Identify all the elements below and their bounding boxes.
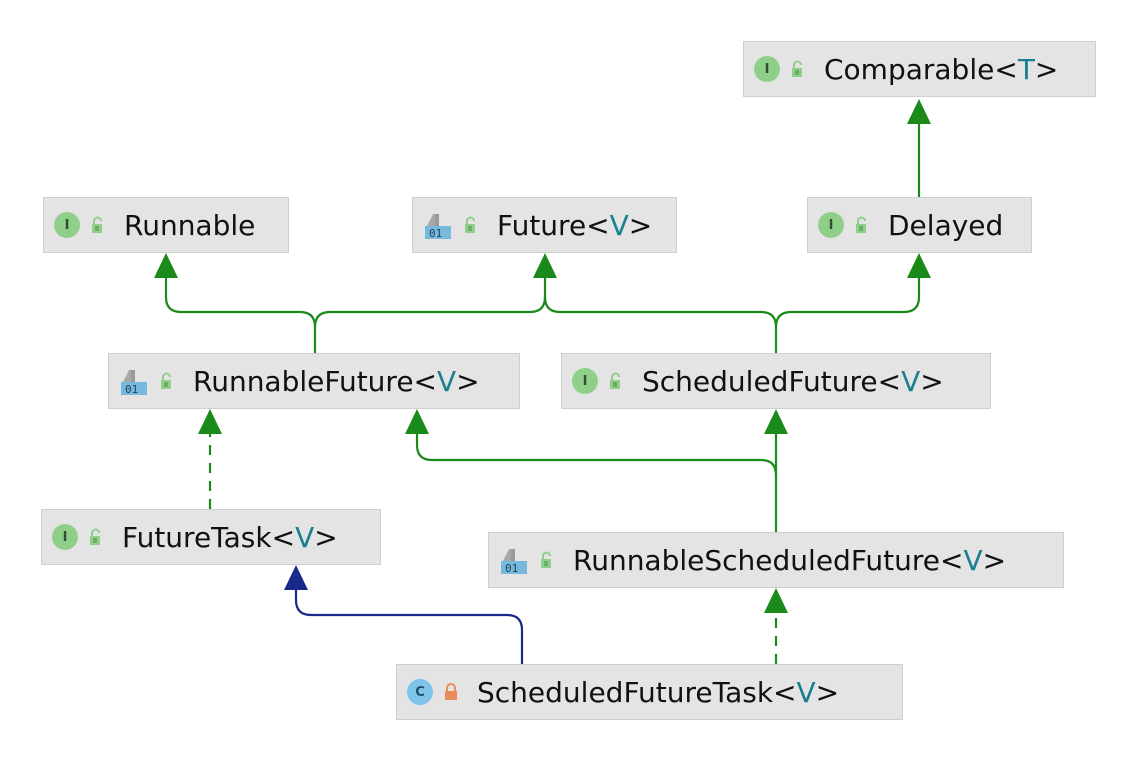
arrowhead-comparable xyxy=(907,99,931,124)
public-unlock-icon xyxy=(463,216,479,234)
class-name-text: Comparable xyxy=(824,52,995,86)
edge-scheduledfuture-delayed xyxy=(774,276,921,328)
class-name-text: FutureTask xyxy=(122,520,272,554)
abstract-interface-icon: 01 xyxy=(423,210,453,240)
public-unlock-icon xyxy=(608,372,624,390)
arrowhead-future xyxy=(533,253,557,278)
public-unlock-icon xyxy=(539,551,555,569)
class-icon: C xyxy=(407,679,433,705)
edge-runnablefuture-future xyxy=(313,276,547,328)
type-parameter: V xyxy=(437,364,457,398)
public-unlock-icon xyxy=(790,60,806,78)
interface-icon: I xyxy=(54,212,80,238)
type-parameter: V xyxy=(609,208,629,242)
class-node-future[interactable]: 01 Future<V> xyxy=(412,197,677,253)
class-node-delayed[interactable]: I Delayed xyxy=(807,197,1032,253)
public-unlock-icon xyxy=(88,528,104,546)
class-node-scheduledfuturetask[interactable]: C ScheduledFutureTask<V> xyxy=(396,664,903,720)
abstract-interface-icon: 01 xyxy=(119,366,149,396)
abstract-bits-text: 01 xyxy=(125,383,138,396)
class-node-runnable[interactable]: I Runnable xyxy=(43,197,289,253)
class-name: Future<V> xyxy=(497,208,653,242)
class-node-runnablescheduledfuture[interactable]: 01 RunnableScheduledFuture<V> xyxy=(488,532,1064,588)
abstract-bits-text: 01 xyxy=(429,227,442,240)
edge-sft-futuretask xyxy=(294,588,524,664)
type-parameter: V xyxy=(796,675,816,709)
edge-scheduledfuture-future xyxy=(543,296,778,353)
class-name: FutureTask<V> xyxy=(122,520,338,554)
arrowhead-futuretask xyxy=(284,565,308,590)
arrowhead-runnablefuture-right xyxy=(405,409,429,434)
class-name-text: RunnableScheduledFuture xyxy=(573,543,940,577)
class-name: RunnableScheduledFuture<V> xyxy=(573,543,1007,577)
class-name-text: ScheduledFutureTask xyxy=(477,675,774,709)
type-parameter: V xyxy=(963,543,983,577)
class-node-scheduledfuture[interactable]: I ScheduledFuture<V> xyxy=(561,353,991,409)
class-name-text: Runnable xyxy=(124,208,256,242)
private-lock-icon xyxy=(443,683,459,701)
type-parameter: V xyxy=(901,364,921,398)
arrowhead-rsf xyxy=(764,588,788,613)
class-name: Runnable xyxy=(124,209,255,242)
interface-icon: I xyxy=(572,368,598,394)
edge-runnablefuture-runnable xyxy=(164,276,317,353)
class-name-text: ScheduledFuture xyxy=(642,364,878,398)
class-node-futuretask[interactable]: I FutureTask<V> xyxy=(41,509,381,565)
edge-rsf-runnablefuture xyxy=(415,432,778,476)
public-unlock-icon xyxy=(854,216,870,234)
public-unlock-icon xyxy=(159,372,175,390)
interface-icon: I xyxy=(818,212,844,238)
class-name: RunnableFuture<V> xyxy=(193,364,480,398)
arrowhead-delayed xyxy=(907,253,931,278)
class-name-text: Delayed xyxy=(888,208,1004,242)
abstract-interface-icon: 01 xyxy=(499,545,529,575)
class-name-text: RunnableFuture xyxy=(193,364,414,398)
class-name: ScheduledFuture<V> xyxy=(642,364,944,398)
type-parameter: V xyxy=(295,520,315,554)
abstract-bits-text: 01 xyxy=(505,562,518,575)
interface-icon: I xyxy=(52,524,78,550)
class-name: ScheduledFutureTask<V> xyxy=(477,675,840,709)
arrowhead-runnable xyxy=(154,253,178,278)
class-name: Comparable<T> xyxy=(824,52,1059,86)
type-parameter: T xyxy=(1017,52,1035,86)
public-unlock-icon xyxy=(90,216,106,234)
class-name: Delayed xyxy=(888,209,1003,242)
class-node-comparable[interactable]: I Comparable<T> xyxy=(743,41,1096,97)
class-node-runnablefuture[interactable]: 01 RunnableFuture<V> xyxy=(108,353,520,409)
arrowhead-runnablefuture-left xyxy=(198,409,222,434)
arrowhead-scheduledfuture xyxy=(764,409,788,434)
interface-icon: I xyxy=(754,56,780,82)
class-name-text: Future xyxy=(497,208,587,242)
